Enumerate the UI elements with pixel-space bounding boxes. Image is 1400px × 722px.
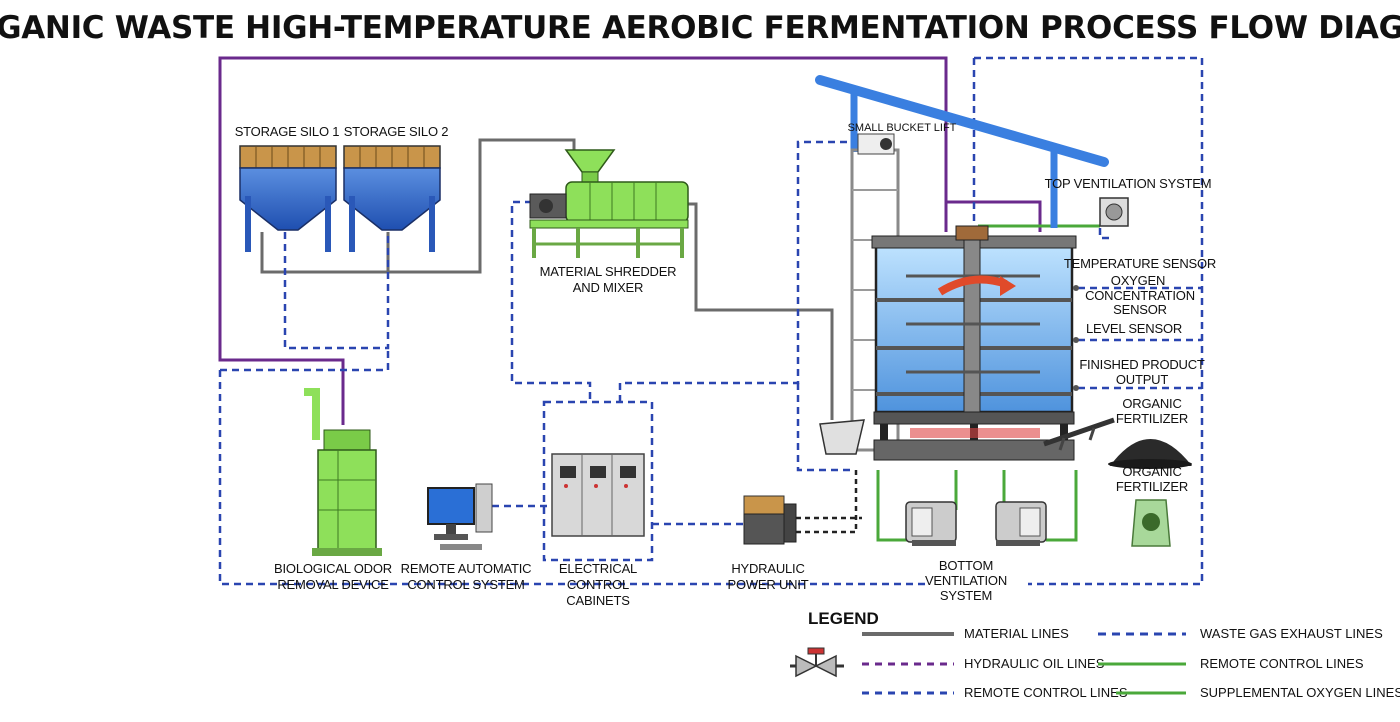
oxygen-sensor-label-1: OXYGEN xyxy=(1111,273,1165,288)
temp-sensor-label: TEMPERATURE SENSOR xyxy=(1064,256,1216,271)
output-label-1: FINISHED PRODUCT xyxy=(1079,357,1205,372)
silo-1-label: STORAGE SILO 1 xyxy=(235,124,340,139)
silo-2-label: STORAGE SILO 2 xyxy=(344,124,449,139)
oxygen-sensor-label-2: CONCENTRATION xyxy=(1085,288,1195,303)
fert1-label-1: ORGANIC xyxy=(1122,396,1181,411)
output-label-2: OUTPUT xyxy=(1116,372,1169,387)
hydraulic-line-top xyxy=(946,200,1042,232)
legend-label-remote-green: REMOTE CONTROL LINES xyxy=(1200,656,1364,671)
oxygen-sensor-label-3: SENSOR xyxy=(1113,302,1167,317)
storage-silo-2 xyxy=(343,145,441,252)
computer-icon xyxy=(427,483,493,550)
rc-line-lift-bottom xyxy=(796,383,850,472)
gas-line-right xyxy=(974,56,1204,586)
sensor-ports xyxy=(1073,285,1079,391)
electrical-cabinets xyxy=(551,453,645,537)
cabinet-label-3: CABINETS xyxy=(566,593,630,608)
legend-title: LEGEND xyxy=(808,609,879,628)
fertilizer-bag-icon xyxy=(1131,499,1171,547)
rc-line-shredder-cabinet xyxy=(510,200,592,402)
fert2-label-2: FERTILIZER xyxy=(1116,479,1188,494)
gas-line-silos xyxy=(283,232,390,350)
oxygen-line-right xyxy=(1046,470,1078,542)
cabinet-label-2: CONTROL xyxy=(567,577,629,592)
hpu-label-2: POWER UNIT xyxy=(727,577,808,592)
remote-label-2: CONTROL SYSTEM xyxy=(407,577,524,592)
legend: LEGEND MATERIAL LINES WASTE GAS EXHAUST … xyxy=(790,609,1400,700)
bottom-vent-label-2: VENTILATION xyxy=(925,573,1007,588)
gas-line-odor-top xyxy=(220,348,390,372)
hpu-label-1: HYDRAULIC xyxy=(731,561,804,576)
material-shredder xyxy=(529,149,689,258)
top-vent-label: TOP VENTILATION SYSTEM xyxy=(1045,176,1212,191)
cabinet-label-1: ELECTRICAL xyxy=(559,561,637,576)
shredder-label-2: AND MIXER xyxy=(573,280,643,295)
bottom-vent-label-1: BOTTOM xyxy=(939,558,993,573)
valve-icon xyxy=(790,647,844,678)
sensor-line-vent xyxy=(1098,228,1112,240)
material-line-silos-shredder xyxy=(260,138,576,274)
odor-label-1: BIOLOGICAL ODOR xyxy=(274,561,392,576)
fermentation-tank xyxy=(815,75,1109,461)
remote-label-1: REMOTE AUTOMATIC xyxy=(401,561,532,576)
odor-label-2: REMOVAL DEVICE xyxy=(277,577,389,592)
top-vent-fan xyxy=(1099,197,1129,227)
legend-label-gas: WASTE GAS EXHAUST LINES xyxy=(1200,626,1383,641)
bottom-vent-blower-left xyxy=(905,501,957,546)
bottom-vent-blower-right xyxy=(995,501,1047,546)
hydraulic-power-unit xyxy=(743,495,797,545)
connection-lines xyxy=(218,56,1204,586)
legend-label-remote: REMOTE CONTROL LINES xyxy=(964,685,1128,700)
legend-label-material: MATERIAL LINES xyxy=(964,626,1069,641)
odor-removal-device xyxy=(304,388,382,556)
storage-silo-1 xyxy=(239,145,337,252)
shredder-label-1: MATERIAL SHREDDER xyxy=(540,264,677,279)
legend-label-oxygen: SUPPLEMENTAL OXYGEN LINES xyxy=(1200,685,1400,700)
oxygen-line-left xyxy=(876,470,912,542)
material-line-shredder-tank xyxy=(686,202,834,420)
fert1-label-2: FERTILIZER xyxy=(1116,411,1188,426)
level-sensor-label: LEVEL SENSOR xyxy=(1086,321,1182,336)
page-title: ORGANIC WASTE HIGH-TEMPERATURE AEROBIC F… xyxy=(0,10,1400,46)
hpu-line-2 xyxy=(796,470,858,534)
bucket-lift-label: SMALL BUCKET LIFT xyxy=(848,122,957,134)
legend-label-hydraulic: HYDRAULIC OIL LINES xyxy=(964,656,1105,671)
fert2-label-1: ORGANIC xyxy=(1122,464,1181,479)
fertilizer-pile-icon xyxy=(1108,439,1192,469)
bottom-vent-label-3: SYSTEM xyxy=(940,588,992,603)
output-conveyor xyxy=(1043,417,1115,451)
gas-line-bottom xyxy=(218,370,930,586)
rc-cabinet-frame xyxy=(542,400,654,562)
